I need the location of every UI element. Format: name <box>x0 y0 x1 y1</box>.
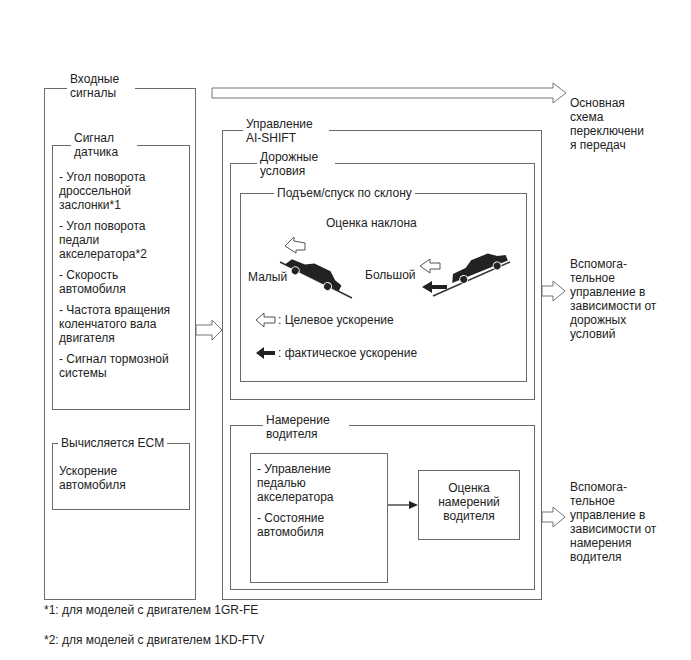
box-text: - Частота вращения коленчатого вала двиг… <box>59 303 183 345</box>
box-heading: Подъем/спуск по склону <box>274 186 415 200</box>
intent-box: Намерение водителя- Управление педалью а… <box>230 425 535 590</box>
box-heading: Вычисляется ECM <box>58 436 167 450</box>
target-arrow <box>285 237 305 253</box>
output-label: Вспомога- тельное управление в зависимос… <box>570 480 658 564</box>
box-heading: Намерение водителя <box>263 413 349 441</box>
node-body: Оценка намерений водителя <box>419 471 519 539</box>
group-box: Входные сигналы- Угол поворота дроссельн… <box>44 88 196 600</box>
box-text: - Скорость автомобиля <box>59 268 183 296</box>
node-body: - Управление педалью акселератора - Состо… <box>251 454 387 552</box>
diagram-label: Оценка наклона <box>326 216 417 230</box>
box-heading: Входные сигналы <box>67 72 135 100</box>
node-body: - Угол поворота дроссельной заслонки*1 - … <box>53 146 189 393</box>
box-text: - Угол поворота педали акселератора*2 <box>59 219 183 261</box>
box-text: - Состояние автомобиля <box>257 511 381 539</box>
hollow-arrow <box>212 83 566 103</box>
car <box>447 248 510 288</box>
footnote: *2: для моделей с двигателем 1KD-FTV <box>44 633 264 647</box>
legend-actual-arrow <box>256 347 275 359</box>
control-box: Управление AI-SHIFTДорожные условияПодъе… <box>222 130 542 600</box>
target-arrow <box>420 259 440 273</box>
legend-target-arrow <box>256 313 275 327</box>
footnote: *1: для моделей с двигателем 1GR-FE <box>44 603 258 617</box>
hollow-arrow <box>542 507 565 527</box>
box-heading: Управление AI-SHIFT <box>243 117 329 145</box>
box-text: - Угол поворота дроссельной заслонки*1 <box>59 170 183 212</box>
diagram-label: Малый <box>248 270 287 284</box>
sensor-box: - Угол поворота дроссельной заслонки*1 - … <box>52 145 190 410</box>
estimate-box: Оценка намерений водителя <box>418 470 520 540</box>
legend-text: : Целевое ускорение <box>278 313 394 327</box>
diagram-label: Большой <box>365 268 416 282</box>
output-label: Вспомога- тельное управление в зависимос… <box>570 257 658 341</box>
connector <box>196 320 222 340</box>
box-heading: Сигнал датчика <box>71 131 137 159</box>
legend-text: : фактическое ускорение <box>278 346 417 360</box>
hollow-arrow <box>542 281 565 301</box>
car <box>283 252 345 295</box>
box-heading: Дорожные условия <box>257 150 335 178</box>
output-label: Основная схема переключени я передач <box>570 96 650 152</box>
connector <box>388 501 418 509</box>
input-box: - Управление педалью акселератора - Состо… <box>250 453 388 583</box>
box-text: Оценка намерений водителя <box>423 481 515 523</box>
node-body: Ускорение автомобиля <box>53 444 189 505</box>
ecm-box: Ускорение автомобиляВычисляется ECM <box>52 443 190 510</box>
actual-arrow <box>422 281 447 293</box>
box-text: - Сигнал тормозной системы <box>59 352 183 380</box>
box-text: Ускорение автомобиля <box>59 464 183 492</box>
road-box: Дорожные условияПодъем/спуск по склонуОц… <box>230 163 535 400</box>
box-text: - Управление педалью акселератора <box>257 462 381 504</box>
